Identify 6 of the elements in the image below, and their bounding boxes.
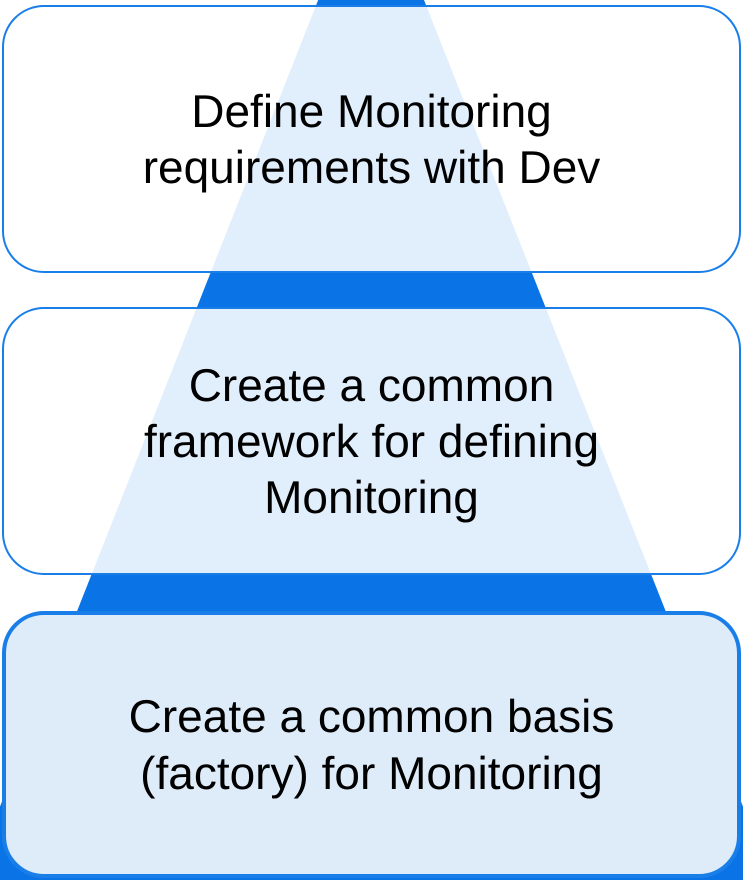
tier-label: Create a common framework for defining Monitoring [142, 358, 600, 526]
tier-label: Create a common basis (factory) for Monitoring [128, 689, 616, 800]
tier-box [2, 5, 741, 273]
tier-label: Define Monitoring requirements with Dev [142, 84, 602, 195]
tier-box [2, 307, 741, 575]
tier-box [2, 611, 741, 878]
